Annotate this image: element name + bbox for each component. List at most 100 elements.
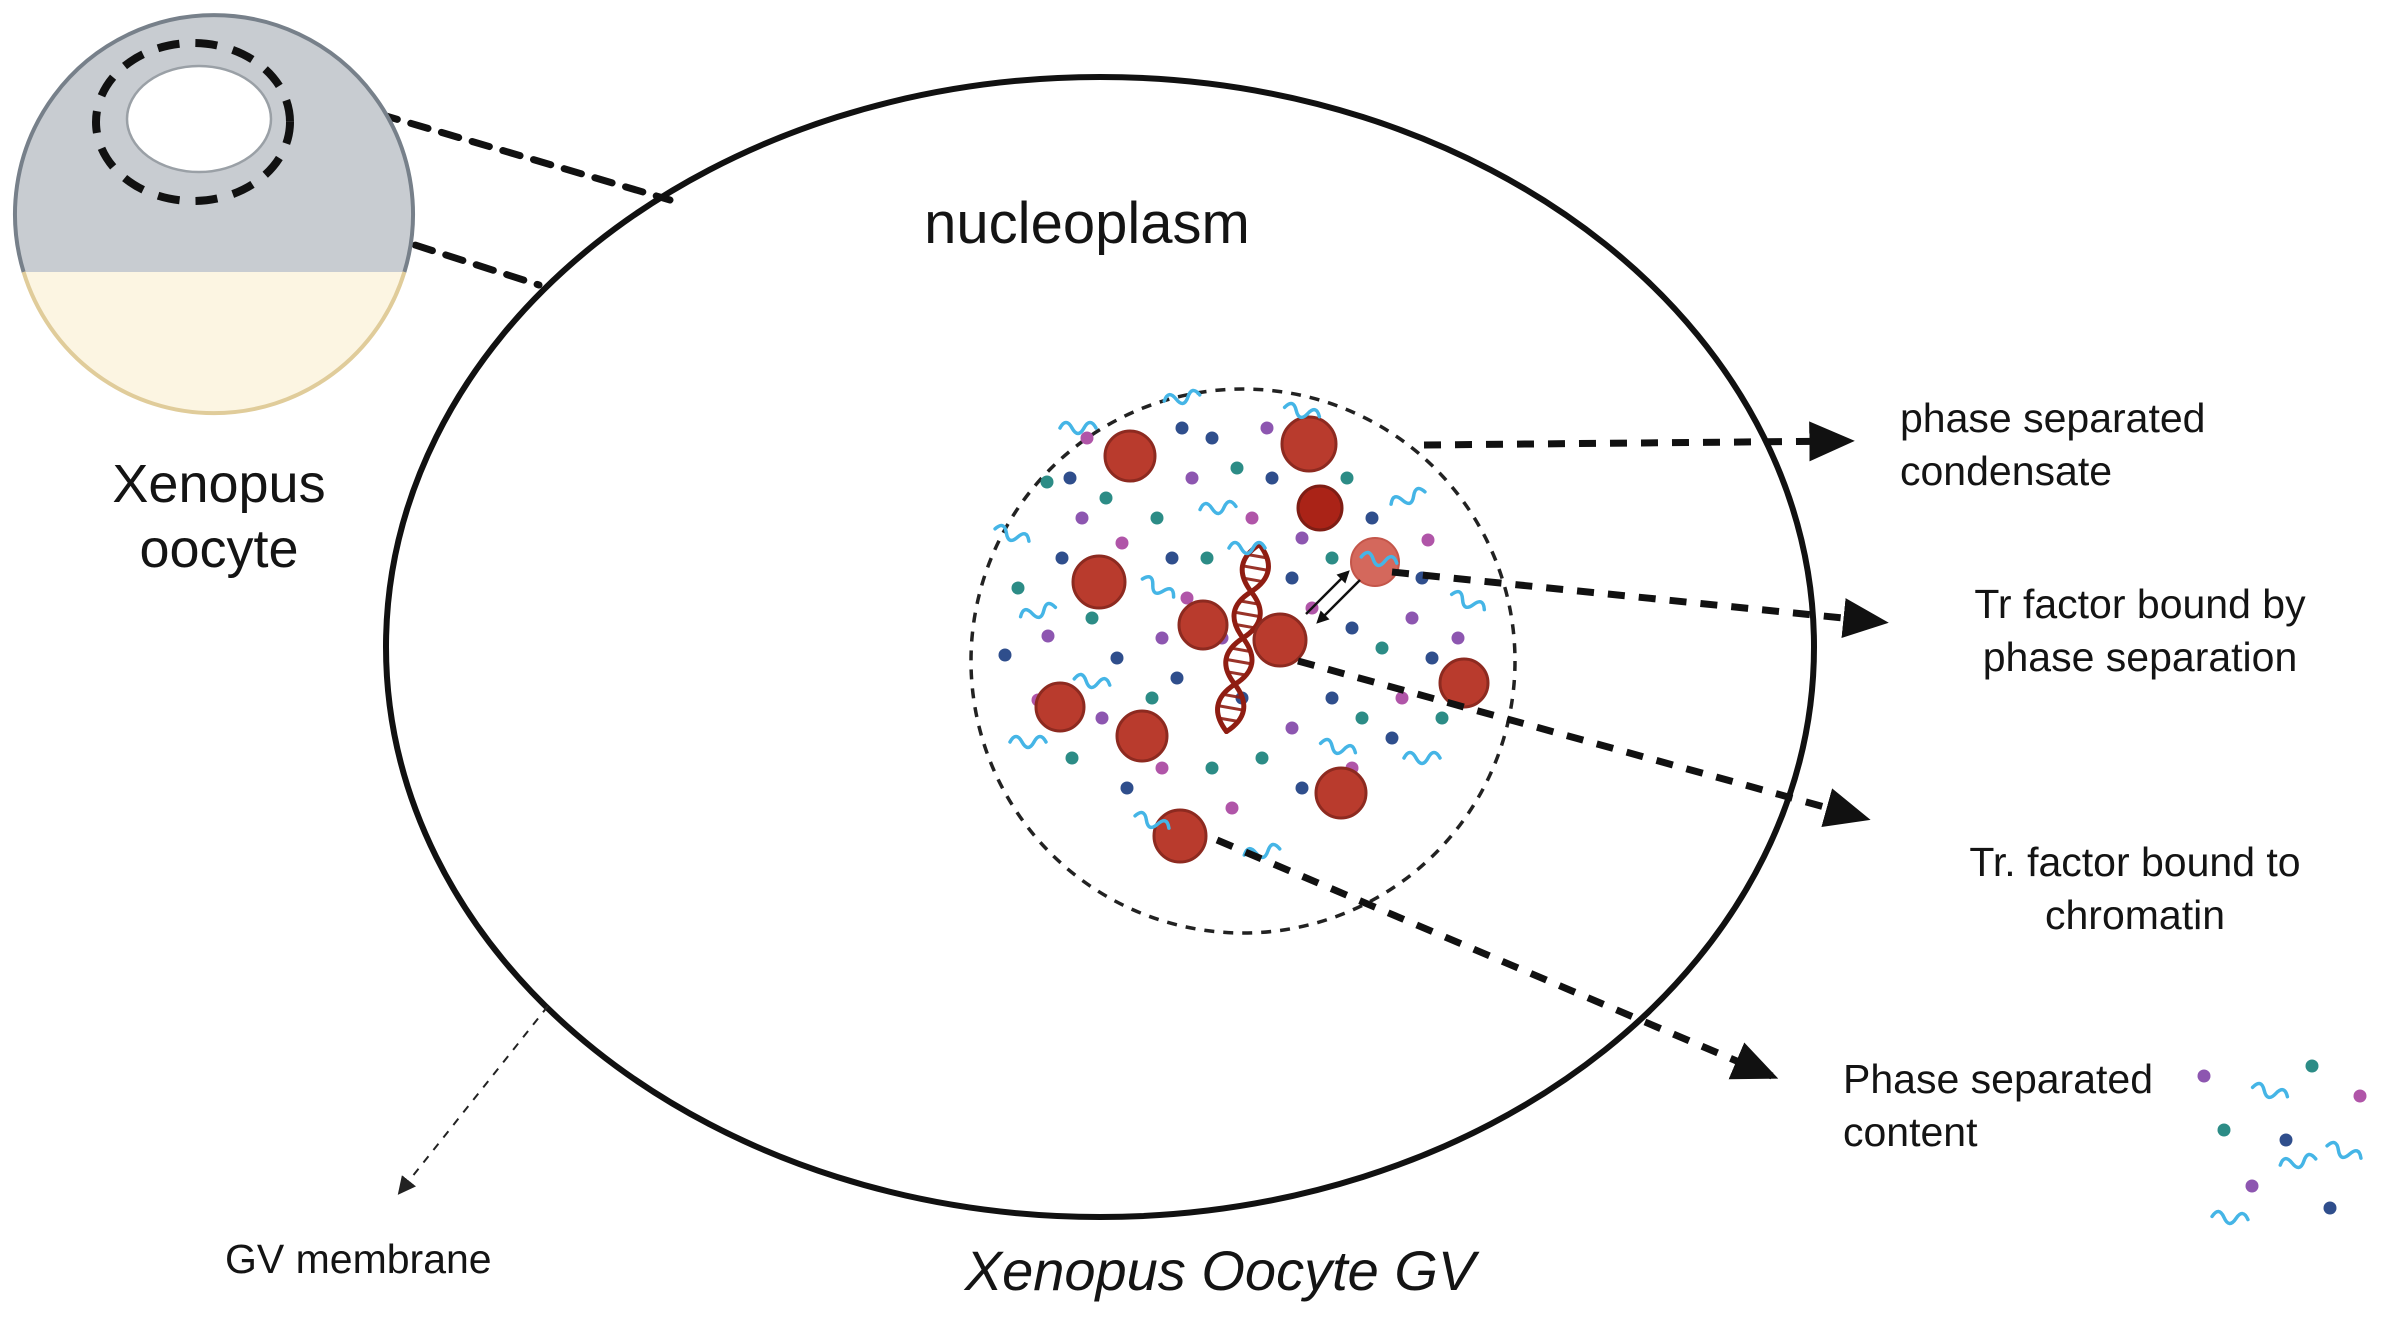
tr-factor-condensate — [1115, 709, 1169, 763]
arrow-tr-factor-chromatin — [1297, 657, 1871, 827]
rna-squiggle — [2249, 1080, 2291, 1104]
molecule-dot — [1375, 641, 1389, 655]
molecule-dot — [998, 648, 1012, 662]
molecule-dot — [1185, 471, 1199, 485]
molecule-dot — [1041, 629, 1055, 643]
annotation-tr-factor-chromatin: Tr. factor bound to chromatin — [1915, 836, 2355, 943]
molecule-dot — [1115, 536, 1129, 550]
annotation-tr-factor-phase-separation: Tr factor bound by phase separation — [1915, 578, 2365, 685]
molecule-dot — [1285, 721, 1299, 735]
molecule-dot — [1345, 621, 1359, 635]
oocyte-outline-bottom — [21, 271, 407, 416]
gv-membrane-arrow — [397, 1005, 549, 1195]
rna-squiggle — [2277, 1151, 2319, 1173]
molecule-dot — [1145, 691, 1159, 705]
annotation-line: phase separation — [1982, 634, 2298, 681]
molecule-dot — [1325, 691, 1339, 705]
molecule-dot — [1405, 611, 1419, 625]
molecule-dot — [1285, 571, 1299, 585]
tr-factor-condensate — [1034, 681, 1086, 733]
xenopus-oocyte-label: Xenopus oocyte — [19, 452, 419, 582]
tr-factor-condensate — [1314, 766, 1368, 820]
molecule-dot — [1255, 751, 1269, 765]
tr-factor-condensate — [1177, 599, 1229, 651]
molecule-dot — [1099, 491, 1113, 505]
molecule-dot — [1355, 711, 1369, 725]
molecule-dot — [2217, 1123, 2231, 1137]
gv-membrane-label: GV membrane — [225, 1236, 492, 1282]
annotation-line: content — [1843, 1109, 1978, 1156]
annotation-line: chromatin — [2044, 892, 2225, 939]
oocyte-label-line1: Xenopus — [112, 454, 326, 514]
annotation-phase-separated-condensate: phase separated condensate — [1900, 392, 2370, 499]
molecule-dot — [2323, 1201, 2337, 1215]
tr-factor-condensate — [1252, 612, 1308, 668]
molecule-dot — [2279, 1133, 2293, 1147]
molecule-dot — [1085, 611, 1099, 625]
molecule-dot — [1385, 731, 1399, 745]
molecule-dot — [1295, 531, 1309, 545]
molecule-dot — [1425, 651, 1439, 665]
molecule-dot — [2305, 1059, 2319, 1073]
rna-squiggle — [2209, 1209, 2251, 1227]
molecule-dot — [1200, 551, 1214, 565]
molecule-dot — [1365, 511, 1379, 525]
condensate-boundary-dashed — [969, 387, 1517, 935]
oocyte-gv-nucleus — [125, 64, 273, 174]
molecule-dot — [2245, 1179, 2259, 1193]
molecule-dot — [1451, 631, 1465, 645]
molecule-dot — [1421, 533, 1435, 547]
tr-factor-condensate — [1152, 808, 1208, 864]
tr-factor-condensates — [1034, 415, 1490, 864]
molecule-dot — [1040, 475, 1054, 489]
molecule-dot — [2197, 1069, 2211, 1083]
tr-factor-condensate — [1438, 657, 1490, 709]
gv-title-label: Xenopus Oocyte GV — [964, 1239, 1476, 1302]
molecule-dot — [1205, 431, 1219, 445]
chromatin-dna-helix — [1215, 541, 1271, 735]
exchange-arrow-down — [1316, 579, 1361, 624]
molecule-dot — [1395, 691, 1409, 705]
molecule-dot — [1080, 431, 1094, 445]
annotation-line: Tr factor bound by — [1974, 581, 2306, 627]
molecule-dot — [1155, 761, 1169, 775]
molecule-dot — [1265, 471, 1279, 485]
molecule-dot — [1325, 551, 1339, 565]
tr-factor-condensate — [1103, 429, 1157, 483]
oocyte-gv-highlight-dashed — [92, 39, 294, 205]
nucleoplasm-label: nucleoplasm — [924, 191, 1250, 256]
molecule-dot — [1063, 471, 1077, 485]
exchange-arrows — [1305, 570, 1361, 624]
oocyte-vegetal-hemisphere — [15, 272, 413, 413]
molecule-dot — [1155, 631, 1169, 645]
phase-separated-content-dots — [2197, 1059, 2367, 1215]
annotation-line: Phase separated — [1843, 1056, 2154, 1102]
arrow-phase-separated-content — [1215, 836, 1779, 1080]
exchange-arrow-up — [1305, 570, 1350, 615]
xenopus-oocyte-inset — [13, 13, 415, 416]
arrow-tr-factor-phase-separation — [1391, 568, 1889, 638]
molecule-dot — [1075, 511, 1089, 525]
oocyte-outline-top — [13, 13, 415, 273]
molecule-dot — [1175, 421, 1189, 435]
tr-factor-condensate — [1071, 554, 1127, 610]
molecule-dot — [1165, 551, 1179, 565]
annotation-line: Tr. factor bound to — [1969, 839, 2301, 885]
gv-membrane-ellipse — [383, 74, 1817, 1220]
molecule-dot — [1011, 581, 1025, 595]
molecule-dot — [1055, 551, 1069, 565]
molecule-dot — [1110, 651, 1124, 665]
annotation-phase-separated-content: Phase separated content — [1843, 1053, 2243, 1160]
molecule-dot — [1205, 761, 1219, 775]
molecule-dot — [2353, 1089, 2367, 1103]
tr-factor-condensate — [1280, 415, 1338, 473]
molecule-dot — [1150, 511, 1164, 525]
arrow-phase-separated-condensate — [1423, 421, 1855, 462]
molecule-dot — [1260, 421, 1274, 435]
molecule-dot — [1295, 781, 1309, 795]
molecule-dot — [1225, 801, 1239, 815]
molecule-dot — [1245, 511, 1259, 525]
molecule-dot — [1065, 751, 1079, 765]
molecule-dot — [1170, 671, 1184, 685]
